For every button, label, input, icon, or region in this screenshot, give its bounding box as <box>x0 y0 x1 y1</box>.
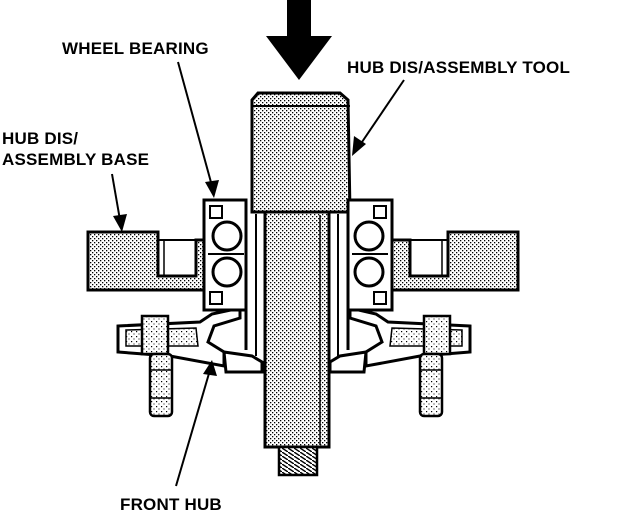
label-hub-base-line-1: HUB DIS/ <box>2 129 79 148</box>
leader-wheel-bearing <box>177 61 219 198</box>
leader-hub-base <box>111 173 127 232</box>
left-wheel-stud <box>140 314 174 418</box>
hub-dis-assembly-base <box>86 230 520 292</box>
label-hub-dis-assembly-tool: HUB DIS/ASSEMBLY TOOL <box>347 58 571 77</box>
label-front-hub: FRONT HUB <box>120 495 222 514</box>
force-arrow-icon <box>266 0 332 80</box>
label-wheel-bearing: WHEEL BEARING <box>62 39 209 58</box>
leader-front-hub <box>175 360 217 487</box>
label-hub-base-line-2: ASSEMBLY BASE <box>2 150 150 169</box>
wheel-bearing-right <box>346 198 394 312</box>
leader-hub-tool <box>352 79 405 156</box>
hub-dis-assembly-tool <box>250 91 352 477</box>
right-wheel-stud <box>418 314 452 418</box>
label-hub-dis-assembly-base: HUB DIS/ ASSEMBLY BASE <box>2 128 149 170</box>
wheel-bearing-left <box>202 198 248 312</box>
